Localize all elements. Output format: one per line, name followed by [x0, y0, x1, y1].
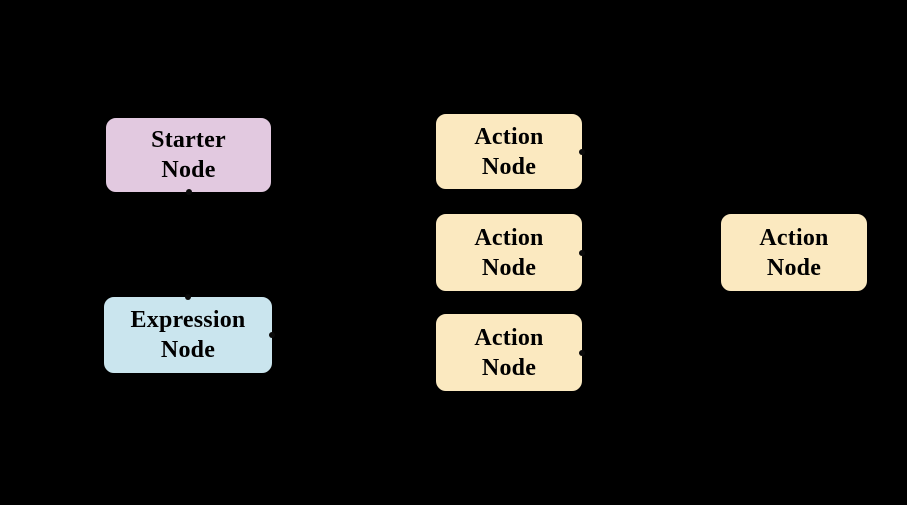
node-label: Action Node	[759, 224, 829, 281]
node-starter-node: Starter Node	[105, 117, 272, 195]
connection-handle-right-icon	[269, 332, 275, 338]
node-expression-node: Expression Node	[103, 294, 275, 374]
connection-handle-right-icon	[579, 349, 585, 356]
node-label: Starter Node	[151, 127, 226, 183]
connection-handle-right-icon	[579, 249, 585, 256]
connection-handle-right-icon	[579, 148, 585, 155]
node-label: Action Node	[474, 324, 544, 381]
node-label: Action Node	[474, 224, 544, 281]
connection-handle-bottom-icon	[185, 189, 192, 195]
node-action-node-4: Action Node	[720, 213, 868, 292]
node-action-node-1: Action Node	[435, 113, 585, 190]
node-label: Expression Node	[130, 307, 246, 363]
node-action-node-3: Action Node	[435, 313, 585, 392]
node-label: Action Node	[474, 123, 544, 180]
node-action-node-2: Action Node	[435, 213, 585, 292]
connection-handle-top-icon	[185, 294, 191, 300]
